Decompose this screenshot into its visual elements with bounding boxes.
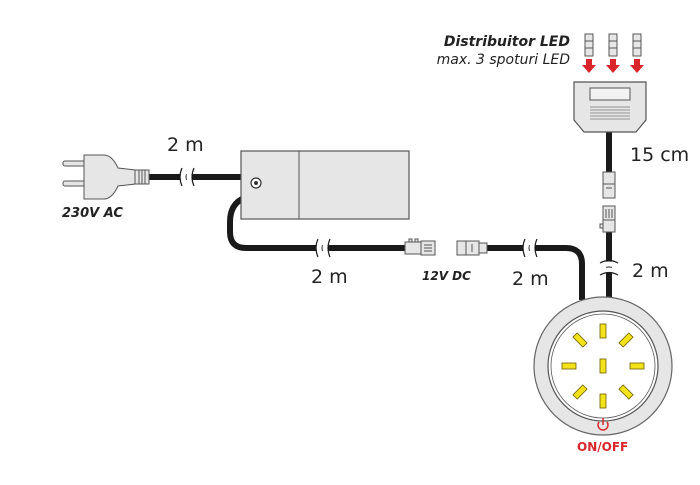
plug-cable-length: 2 m [167, 134, 204, 156]
connector-male [404, 238, 436, 256]
extension-cable-length: 2 m [512, 268, 549, 290]
led-chips [561, 323, 645, 409]
power-icon[interactable] [597, 418, 609, 431]
distributor-cable-length: 15 cm [630, 144, 690, 166]
port-plug-3 [632, 33, 642, 57]
distributor-icon [573, 81, 647, 133]
distributor-title: Distribuitor LED [443, 34, 570, 50]
supply-voltage: 230V AC [62, 206, 123, 221]
distributor-ports [582, 33, 644, 73]
cable-extension [487, 245, 585, 300]
distributor-subtitle: max. 3 spoturi LED [436, 52, 570, 68]
cable-driver-output [227, 195, 405, 251]
arrow-down-icon [582, 59, 596, 73]
spot-cable-length: 2 m [632, 260, 669, 282]
arrow-down-icon [630, 59, 644, 73]
port-plug-1 [584, 33, 594, 57]
screw-icon [250, 177, 262, 189]
eu-plug-icon [62, 154, 150, 200]
power-supply-icon [240, 150, 410, 220]
connector-male-vertical [599, 205, 616, 233]
on-off-label: ON/OFF [577, 440, 629, 454]
driver-cable-length: 2 m [311, 266, 348, 288]
port-plug-2 [608, 33, 618, 57]
connector-female [456, 240, 488, 256]
break-marks [180, 168, 619, 275]
connector-female-vertical [602, 171, 616, 199]
output-voltage: 12V DC [422, 269, 471, 283]
led-spot-icon [533, 296, 673, 436]
arrow-down-icon [606, 59, 620, 73]
